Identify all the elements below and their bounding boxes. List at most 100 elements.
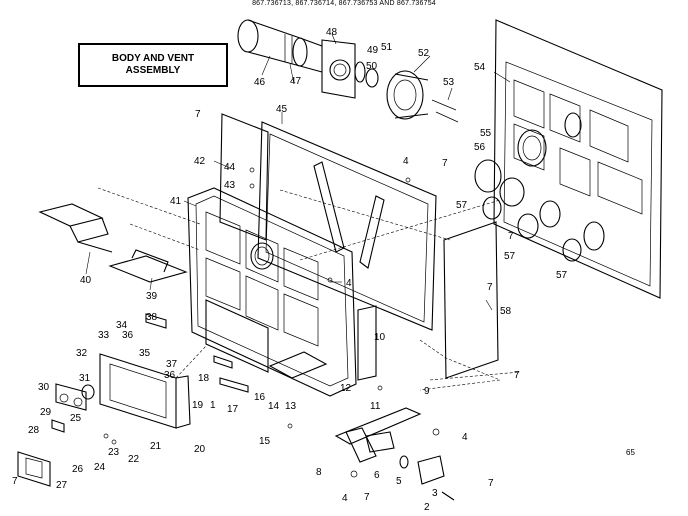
callout-27: 27 bbox=[56, 480, 68, 491]
small-bracket bbox=[219, 377, 249, 393]
callout-3: 3 bbox=[432, 488, 438, 499]
ring bbox=[562, 238, 582, 262]
title-line-1: BODY AND VENT bbox=[111, 53, 195, 64]
callout-5: 5 bbox=[396, 476, 402, 487]
callout-57-b: 57 bbox=[504, 251, 516, 262]
blower bbox=[386, 70, 429, 120]
screws bbox=[431, 99, 459, 123]
callout-13: 13 bbox=[285, 401, 297, 412]
o-ring bbox=[365, 68, 379, 88]
assembly-lines bbox=[97, 187, 521, 391]
callout-7-f: 7 bbox=[12, 476, 18, 487]
ring bbox=[517, 213, 539, 239]
callout-11: 11 bbox=[370, 401, 381, 412]
small-bracket bbox=[213, 355, 233, 369]
callout-4-b: 4 bbox=[346, 278, 352, 289]
bracket-left bbox=[38, 203, 113, 253]
callout-47: 47 bbox=[290, 76, 302, 87]
callout-4-a: 4 bbox=[403, 156, 409, 167]
inner-panel bbox=[257, 121, 437, 331]
right-panel bbox=[443, 221, 499, 379]
screw bbox=[441, 491, 455, 501]
callout-2: 2 bbox=[424, 502, 430, 513]
callout-31: 31 bbox=[79, 373, 91, 384]
bracket-right bbox=[108, 249, 188, 283]
callout-10: 10 bbox=[374, 332, 386, 343]
callout-50: 50 bbox=[366, 61, 378, 72]
callout-39: 39 bbox=[146, 291, 158, 302]
callout-43: 43 bbox=[224, 180, 236, 191]
callout-19: 19 bbox=[192, 400, 204, 411]
callout-52: 52 bbox=[418, 48, 430, 59]
callout-1-a: 1 bbox=[210, 400, 216, 411]
callout-4-c: 4 bbox=[462, 432, 468, 443]
callout-15: 15 bbox=[259, 436, 271, 447]
callout-7-h: 7 bbox=[488, 478, 494, 489]
callout-55: 55 bbox=[480, 128, 492, 139]
callout-36-b: 36 bbox=[164, 370, 176, 381]
model-numbers-header: 867.736713, 867.736714, 867.736753 AND 8… bbox=[252, 0, 436, 7]
callout-8: 8 bbox=[316, 467, 322, 478]
lower-bracket bbox=[334, 407, 445, 485]
callout-21: 21 bbox=[150, 441, 162, 452]
callout-41: 41 bbox=[170, 196, 182, 207]
callout-26: 26 bbox=[72, 464, 84, 475]
page-number: 65 bbox=[626, 448, 635, 457]
ring bbox=[482, 196, 502, 220]
plate bbox=[268, 351, 328, 379]
callout-4-d: 4 bbox=[342, 493, 348, 504]
callout-32: 32 bbox=[76, 348, 88, 359]
callout-38: 38 bbox=[146, 312, 158, 323]
callout-22: 22 bbox=[128, 454, 140, 465]
back-panel bbox=[493, 19, 663, 299]
ring bbox=[474, 159, 502, 193]
control-panel bbox=[17, 299, 269, 487]
callout-17: 17 bbox=[227, 404, 239, 415]
callout-51: 51 bbox=[381, 42, 393, 53]
callout-42: 42 bbox=[194, 156, 206, 167]
callout-46: 46 bbox=[254, 77, 266, 88]
callout-45: 45 bbox=[276, 104, 288, 115]
callout-9: 9 bbox=[424, 386, 430, 397]
callout-labels: 48 49 51 50 52 53 54 46 47 45 7 42 44 43… bbox=[12, 27, 635, 513]
callout-33: 33 bbox=[98, 330, 110, 341]
leader-lines bbox=[85, 33, 511, 311]
callout-14: 14 bbox=[268, 401, 280, 412]
callout-57-c: 57 bbox=[556, 270, 568, 281]
callout-49: 49 bbox=[367, 45, 379, 56]
callout-28: 28 bbox=[28, 425, 40, 436]
callout-34: 34 bbox=[116, 320, 128, 331]
callout-16: 16 bbox=[254, 392, 266, 403]
callout-7-c: 7 bbox=[508, 231, 514, 242]
callout-54: 54 bbox=[474, 62, 486, 73]
side-strip bbox=[357, 305, 377, 381]
title-line-2: ASSEMBLY bbox=[125, 65, 181, 76]
callout-56: 56 bbox=[474, 142, 486, 153]
callout-7-d: 7 bbox=[487, 282, 493, 293]
callout-29: 29 bbox=[40, 407, 52, 418]
side-panel bbox=[219, 113, 269, 241]
callout-35: 35 bbox=[139, 348, 151, 359]
callout-37: 37 bbox=[166, 359, 178, 370]
callout-7-b: 7 bbox=[442, 158, 448, 169]
callout-57-a: 57 bbox=[456, 200, 468, 211]
front-frame bbox=[187, 187, 357, 397]
ring bbox=[499, 177, 525, 207]
vent-pipe bbox=[237, 19, 323, 73]
callout-48: 48 bbox=[326, 27, 338, 38]
gasket-ring bbox=[354, 61, 366, 83]
callout-25: 25 bbox=[70, 413, 82, 424]
callout-7-e: 7 bbox=[514, 370, 520, 381]
callout-24: 24 bbox=[94, 462, 106, 473]
callout-6: 6 bbox=[374, 470, 380, 481]
callout-18: 18 bbox=[198, 373, 210, 384]
callout-44: 44 bbox=[224, 162, 236, 173]
title-box: BODY AND VENT ASSEMBLY bbox=[78, 43, 228, 87]
callout-53: 53 bbox=[443, 77, 455, 88]
callout-40: 40 bbox=[80, 275, 92, 286]
ring bbox=[539, 200, 561, 228]
callout-23: 23 bbox=[108, 447, 120, 458]
vent-plate bbox=[321, 39, 356, 99]
